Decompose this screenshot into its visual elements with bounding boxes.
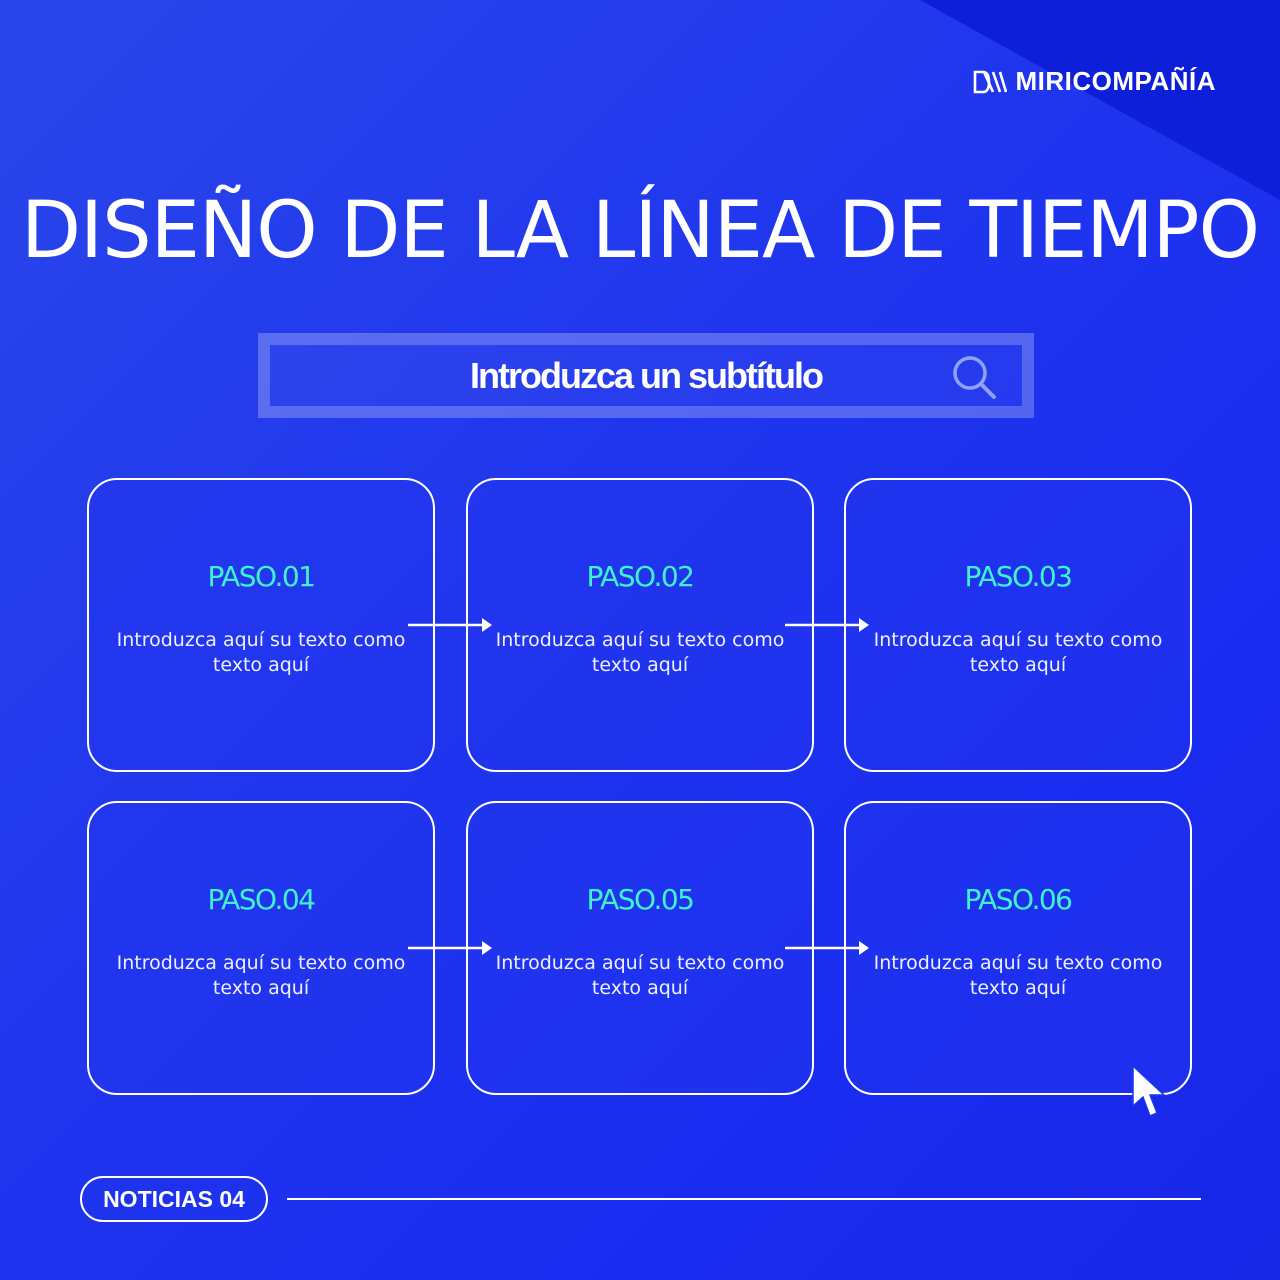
brand-name: MIRICOMPAÑÍA	[1015, 66, 1216, 96]
page-title: DISEÑO DE LA LÍNEA DE TIEMPO	[21, 186, 1260, 276]
step-card-3: PASO.03 Introduzca aquí su texto como te…	[844, 478, 1192, 772]
step-text: Introduzca aquí su texto como texto aquí	[116, 952, 406, 999]
arrow-right-icon	[785, 941, 869, 955]
step-card-6: PASO.06 Introduzca aquí su texto como te…	[844, 801, 1192, 1095]
corner-decoration	[920, 0, 1280, 200]
step-label: PASO.01	[207, 560, 316, 593]
step-text: Introduzca aquí su texto como texto aquí	[116, 629, 406, 676]
step-card-2: PASO.02 Introduzca aquí su texto como te…	[466, 478, 814, 772]
step-card-4: PASO.04 Introduzca aquí su texto como te…	[87, 801, 435, 1095]
step-text: Introduzca aquí su texto como texto aquí	[495, 952, 785, 999]
step-card-1: PASO.01 Introduzca aquí su texto como te…	[87, 478, 435, 772]
step-card-5: PASO.05 Introduzca aquí su texto como te…	[466, 801, 814, 1095]
step-text: Introduzca aquí su texto como texto aquí	[495, 629, 785, 676]
search-icon[interactable]	[950, 353, 1000, 407]
step-label: PASO.03	[964, 560, 1073, 593]
cursor-icon	[1132, 1064, 1166, 1118]
arrow-right-icon	[408, 618, 492, 632]
arrow-right-icon	[408, 941, 492, 955]
step-label: PASO.04	[207, 883, 316, 916]
subtitle-text: Introduzca un subtítulo	[470, 354, 824, 396]
footer-divider	[287, 1198, 1201, 1200]
step-label: PASO.06	[964, 883, 1073, 916]
footer-badge-label: NOTICIAS 04	[103, 1185, 245, 1212]
subtitle-bar[interactable]: Introduzca un subtítulo	[258, 333, 1034, 418]
brand-logo-icon	[973, 69, 1008, 95]
footer-badge: NOTICIAS 04	[80, 1176, 268, 1222]
step-text: Introduzca aquí su texto como texto aquí	[873, 952, 1163, 999]
step-label: PASO.05	[586, 883, 695, 916]
arrow-right-icon	[785, 618, 869, 632]
brand: MIRICOMPAÑÍA	[973, 66, 1216, 97]
step-text: Introduzca aquí su texto como texto aquí	[873, 629, 1163, 676]
step-label: PASO.02	[586, 560, 695, 593]
